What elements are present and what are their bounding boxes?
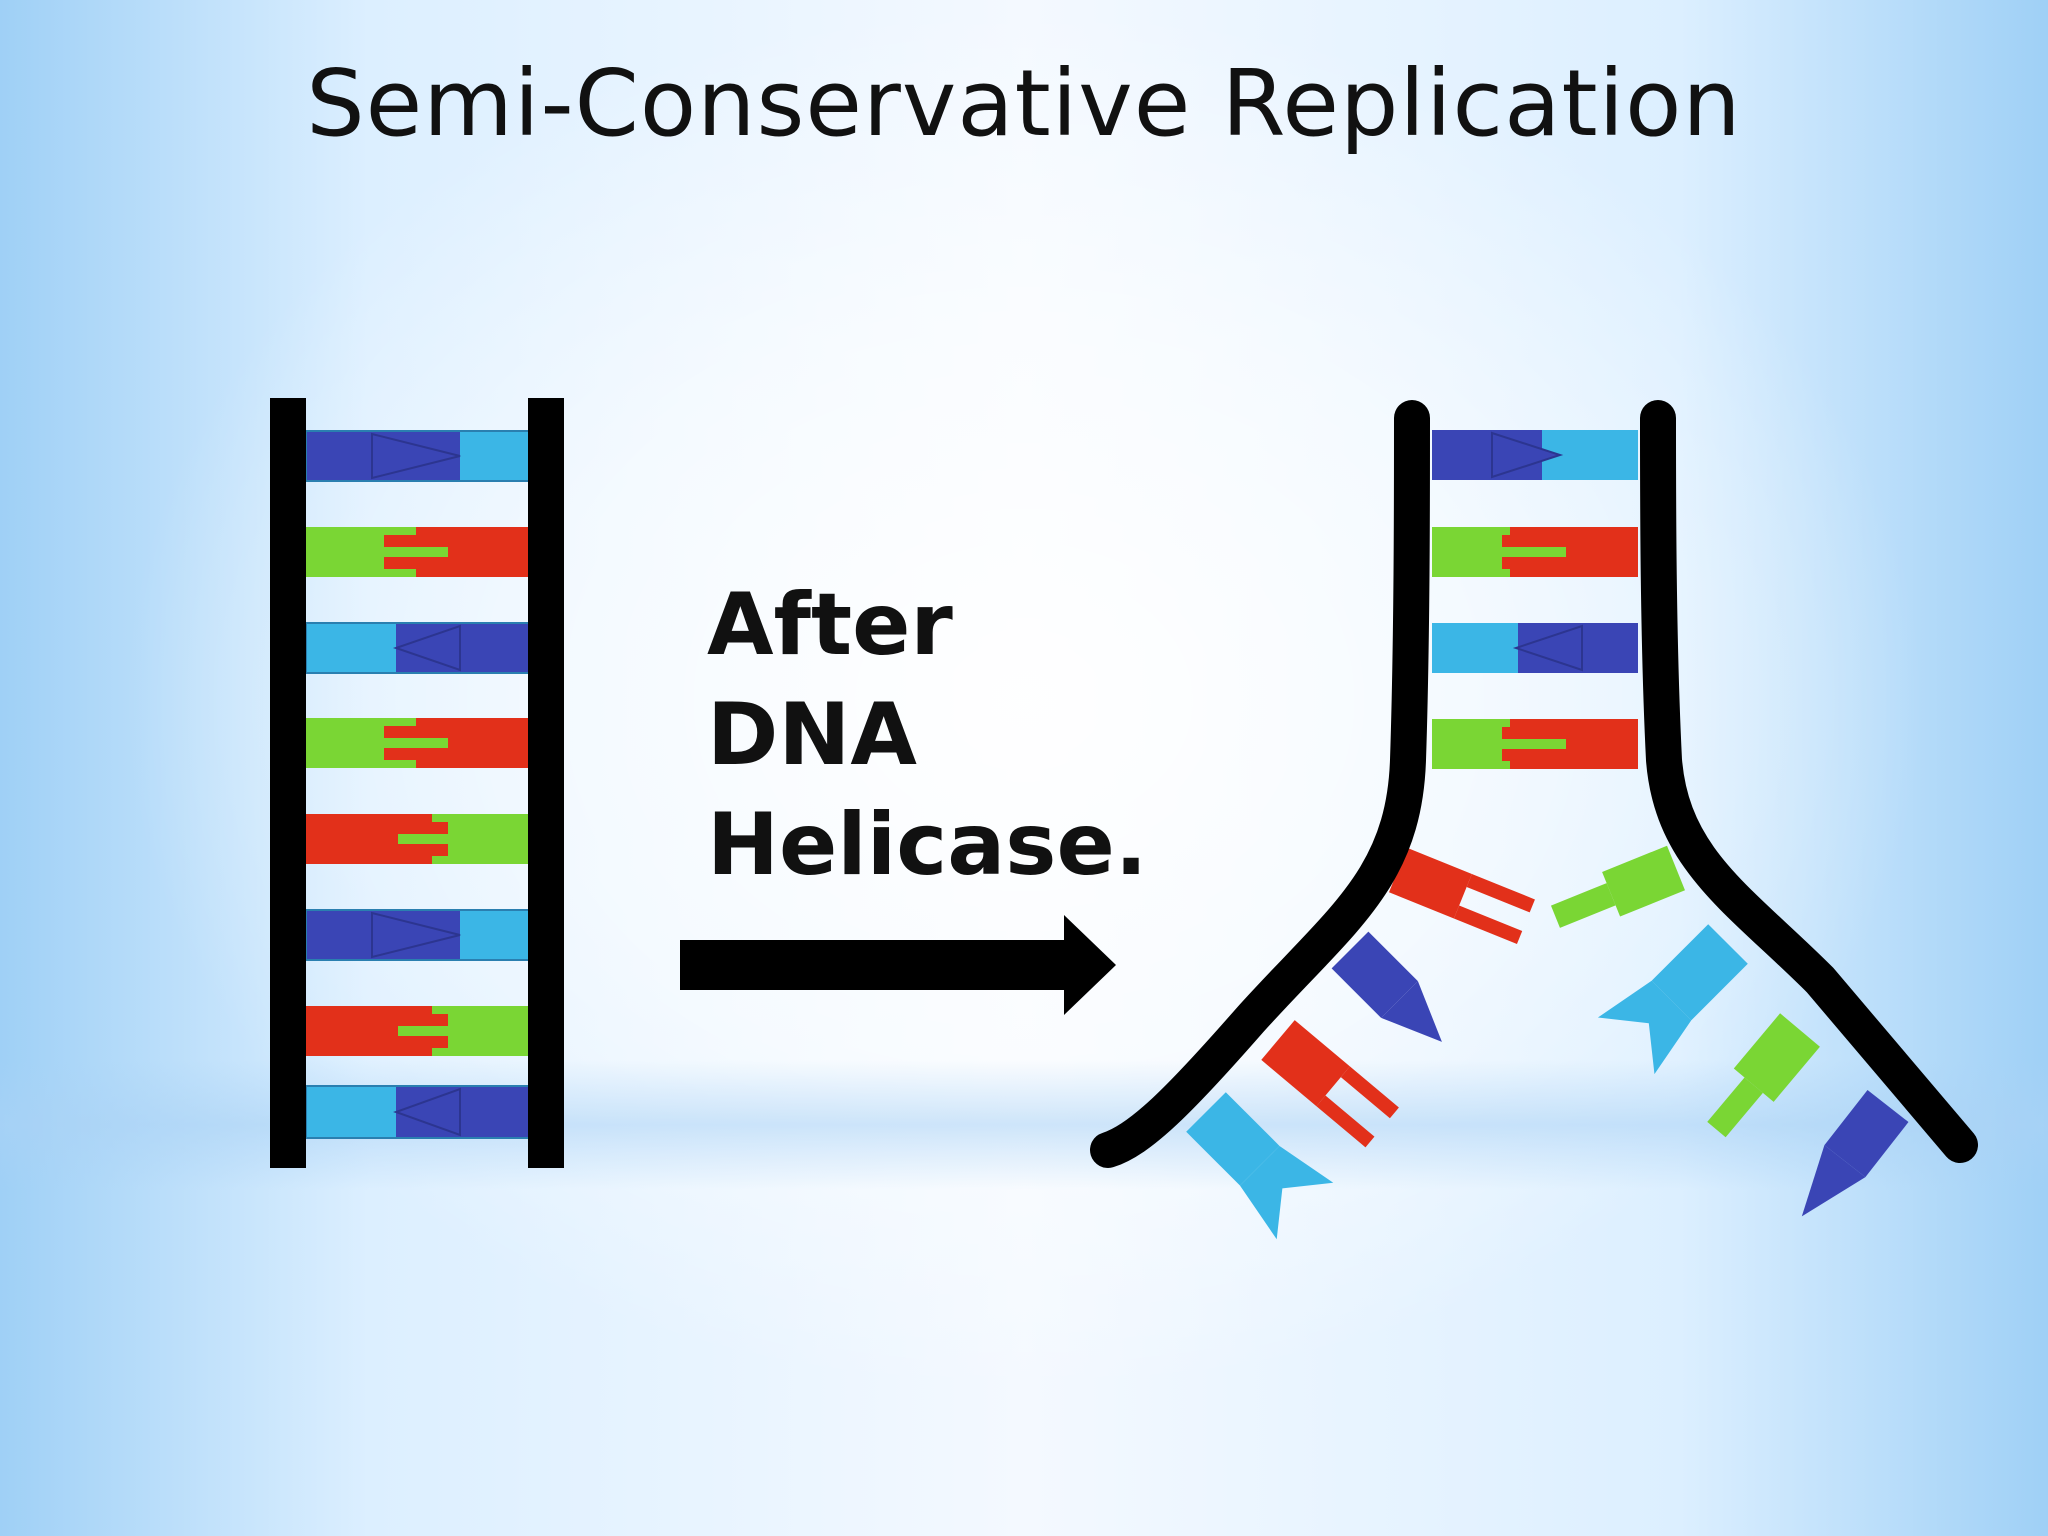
paired-rung — [1432, 719, 1638, 769]
paired-rung — [1432, 623, 1638, 673]
paired-rung — [1432, 527, 1638, 577]
base-pair — [306, 1006, 530, 1056]
fork-right-backbone — [1640, 400, 1978, 1163]
base-pair — [306, 814, 530, 864]
separated-base-green-right-2 — [1707, 1013, 1820, 1138]
right-arrow — [680, 915, 1116, 1015]
left-backbone — [270, 398, 306, 1168]
base-pair — [305, 622, 531, 674]
base-pair — [305, 1085, 531, 1139]
base-pair — [306, 718, 530, 768]
replication-fork — [1090, 400, 1978, 1240]
separated-base-red-left — [1389, 847, 1535, 944]
intact-dna-ladder — [270, 398, 564, 1168]
right-backbone — [528, 398, 564, 1168]
separated-base-green-right — [1550, 845, 1685, 928]
paired-rung — [1432, 430, 1638, 480]
separated-base-blue-left — [1331, 931, 1442, 1042]
separated-base-lightblue-right — [1597, 924, 1748, 1075]
slide-title: Semi-Conservative Replication — [306, 50, 1742, 157]
caption-line-helicase: Helicase. — [707, 795, 1148, 895]
base-pair — [306, 527, 530, 577]
fork-left-backbone — [1090, 400, 1430, 1168]
caption: After DNA Helicase. — [707, 570, 1147, 900]
caption-line-dna: DNA — [707, 685, 917, 785]
base-pair — [305, 909, 531, 961]
separated-base-blue-right — [1801, 1089, 1909, 1217]
caption-line-after: After — [707, 575, 953, 675]
separated-base-lightblue-left — [1186, 1092, 1334, 1240]
base-pair — [305, 430, 531, 482]
separated-base-red-left-2 — [1261, 1020, 1399, 1148]
